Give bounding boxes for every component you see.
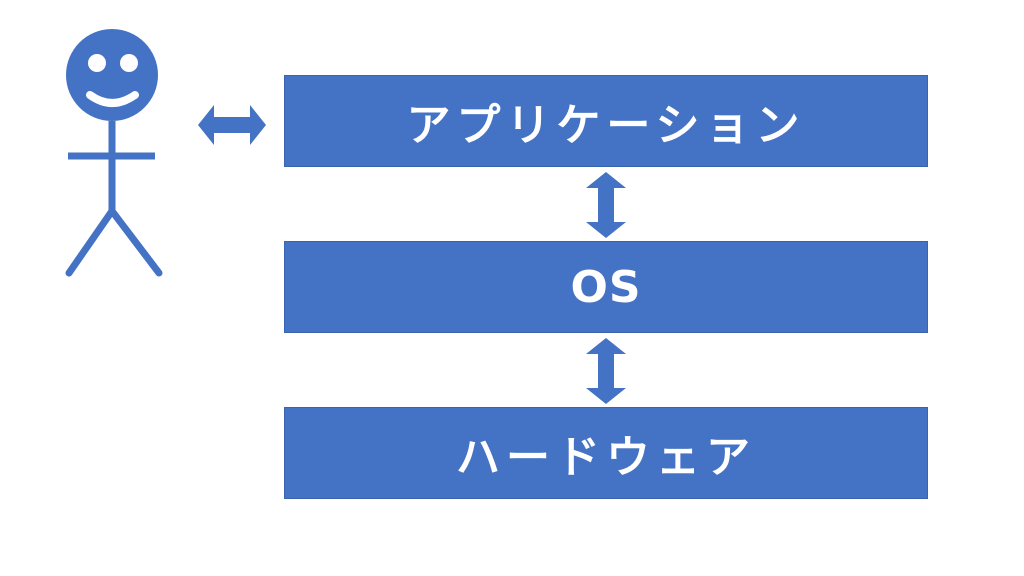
user-stick-figure-icon xyxy=(65,29,163,277)
double-arrow-vertical-icon xyxy=(586,338,626,404)
application-layer-label: アプリケーション xyxy=(406,100,806,151)
hardware-layer-box: ハードウェア xyxy=(284,407,928,499)
double-arrow-horizontal-icon xyxy=(198,105,266,145)
hardware-layer-label: ハードウェア xyxy=(456,432,756,483)
application-layer-box: アプリケーション xyxy=(284,75,928,167)
os-layer-box: OS xyxy=(284,241,928,333)
double-arrow-vertical-icon xyxy=(586,172,626,238)
os-layer-label: OS xyxy=(570,261,642,313)
